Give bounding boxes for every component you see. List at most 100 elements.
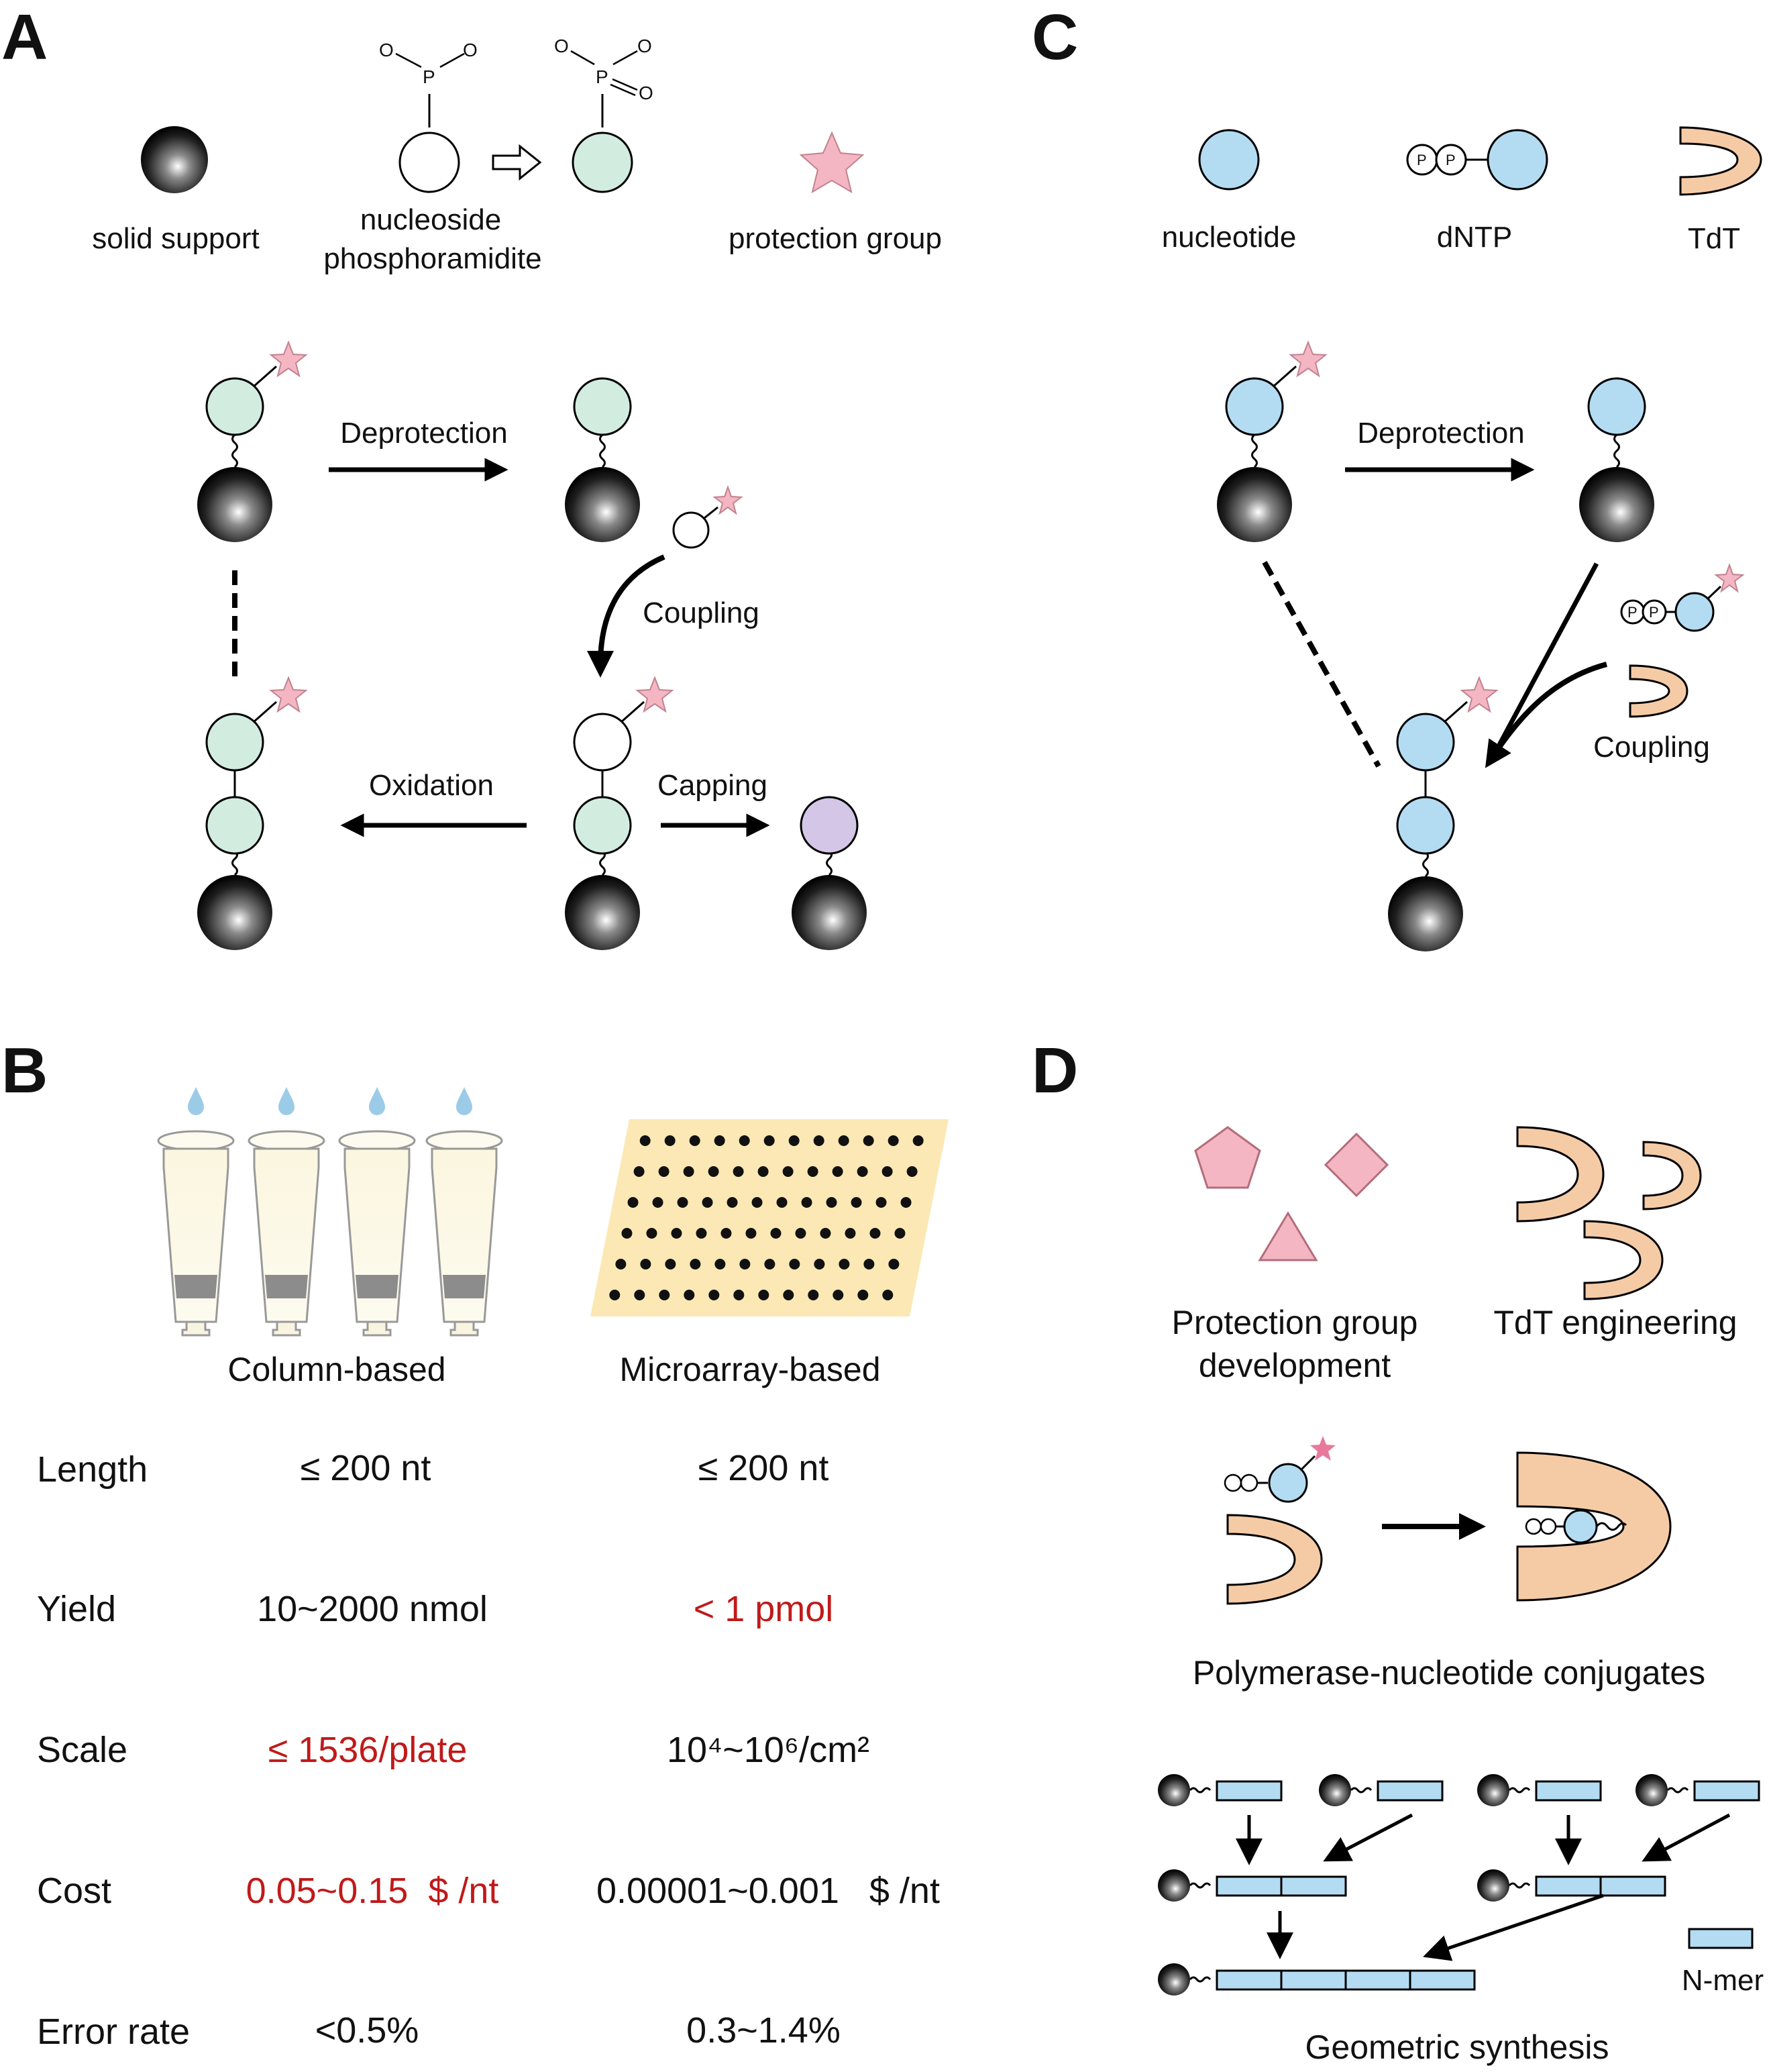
tdt-engineering-label: TdT engineering (1493, 1304, 1737, 1341)
microarray-spot (888, 1259, 900, 1270)
solid-support-bead-icon (1636, 1774, 1668, 1806)
microarray-spot (684, 1290, 695, 1300)
linker (1666, 1787, 1689, 1794)
row-microarray-value: 10⁴~10⁶/cm² (667, 1730, 869, 1770)
microarray-spot (900, 1197, 912, 1208)
col-header-microarray: Microarray-based (619, 1351, 880, 1388)
svg-text:P: P (1627, 604, 1638, 621)
row-microarray-value: 0.00001~0.001 $ /nt (596, 1871, 940, 1911)
tdt-variant-icon (1583, 1220, 1664, 1300)
nmer-legend-block (1688, 1928, 1754, 1949)
coupling-line-c (1497, 562, 1599, 746)
geometric-synthesis-label: Geometric synthesis (1305, 2028, 1609, 2066)
linker (1189, 1787, 1212, 1794)
microarray-spot (640, 1259, 651, 1270)
microarray-spot (609, 1290, 621, 1300)
coupling-arrow-c (1485, 662, 1608, 768)
microarray-spot (808, 1290, 819, 1300)
microarray-spot (882, 1290, 894, 1300)
microarray-spot (739, 1135, 750, 1146)
microarray-spot (758, 1290, 769, 1300)
svg-text:P: P (1446, 152, 1456, 168)
svg-text:P: P (1417, 152, 1427, 168)
tdt-free-icon (1226, 1514, 1323, 1605)
microarray-spot (751, 1197, 763, 1208)
legend-nucleotide: nucleotide (1162, 221, 1297, 254)
linker (1508, 1882, 1531, 1889)
microarray-spot (733, 1166, 744, 1177)
microarray-spot (665, 1259, 676, 1270)
tdt-variant-icon (1642, 1141, 1702, 1210)
row-label: Yield (37, 1589, 116, 1629)
microarray-spot (807, 1166, 818, 1177)
column-tube-icon (425, 1130, 503, 1337)
microarray-spot (832, 1166, 843, 1177)
panel-a-letter: A (1, 1, 48, 73)
step-deprotection-c: Deprotection (1357, 417, 1524, 450)
comparison-row-yield: Yield 10~2000 nmol < 1 pmol (37, 1589, 833, 1629)
microarray-spot (906, 1166, 918, 1177)
linker (1189, 1976, 1212, 1983)
merge-arrow (1642, 1813, 1731, 1862)
microarray-spot (664, 1135, 676, 1146)
column-tube-icon (338, 1130, 416, 1337)
microarray-spot (633, 1166, 645, 1177)
microarray-spot (814, 1259, 825, 1270)
open-arrow-icon (492, 144, 542, 181)
solid-support-bead-icon (141, 126, 208, 193)
microarray-spot (826, 1197, 837, 1208)
microarray-spot (683, 1166, 694, 1177)
dntp-icon: P P (1406, 129, 1548, 191)
microarray-spot (677, 1197, 688, 1208)
phosphoramidite-icon: P O O (379, 40, 478, 193)
microarray-spot (789, 1259, 800, 1270)
comparison-row-length: Length ≤ 200 nt ≤ 200 nt (37, 1448, 828, 1490)
solid-support-bead-icon (1158, 1869, 1190, 1902)
microarray-spot (690, 1259, 701, 1270)
legend-protection-group: protection group (729, 222, 942, 255)
geometric-synthesis-diagram (1158, 1774, 1760, 1996)
nmer-block (1280, 1875, 1347, 1897)
droplet-icon (456, 1087, 472, 1115)
microarray-chip-icon (590, 1119, 949, 1316)
svg-text:O: O (639, 83, 653, 103)
microarray-spot (652, 1197, 663, 1208)
microarray-spot (745, 1228, 757, 1239)
protection-group-dev-line1: Protection group (1172, 1304, 1418, 1341)
svg-text:P: P (596, 66, 608, 87)
panel-c: nucleotide P P dNTP TdT Deprotection (1162, 126, 1762, 951)
conjugate-tdt-icon (1516, 1451, 1672, 1602)
step-capping: Capping (657, 769, 767, 802)
microarray-spot (839, 1259, 850, 1270)
microarray-spot (757, 1166, 769, 1177)
microarray-spot (770, 1228, 782, 1239)
triangle-icon (1258, 1211, 1318, 1261)
microarray-spots (609, 1135, 924, 1300)
legend-tdt: TdT (1688, 222, 1740, 255)
linker (1350, 1787, 1373, 1794)
microarray-spot (776, 1197, 788, 1208)
microarray-spot (627, 1197, 639, 1208)
nmer-block (1216, 1780, 1283, 1802)
nmer-block (1599, 1875, 1666, 1897)
nmer-block (1693, 1780, 1760, 1802)
microarray-spot (875, 1197, 887, 1208)
incoming-dntp: P P (1620, 563, 1745, 632)
row-label: Length (37, 1449, 148, 1490)
microarray-spot (659, 1290, 670, 1300)
microarray-spot (838, 1135, 849, 1146)
microarray-spot (782, 1166, 794, 1177)
microarray-spot (639, 1135, 651, 1146)
cycle-c-deprotected (1579, 377, 1654, 542)
row-label: Cost (37, 1871, 111, 1911)
microarray-spot (857, 1166, 868, 1177)
microarray-spot (708, 1290, 720, 1300)
conjugates-label: Polymerase-nucleotide conjugates (1193, 1654, 1705, 1692)
solid-support-bead-icon (1477, 1869, 1509, 1902)
microarray-spot (714, 1259, 726, 1270)
solid-support-bead-icon (1477, 1774, 1509, 1806)
legend-solid-support: solid support (92, 222, 259, 255)
microarray-spot (795, 1228, 806, 1239)
panel-a: solid support P O O nucleoside phosphora… (92, 36, 942, 950)
microarray-spot (851, 1197, 862, 1208)
